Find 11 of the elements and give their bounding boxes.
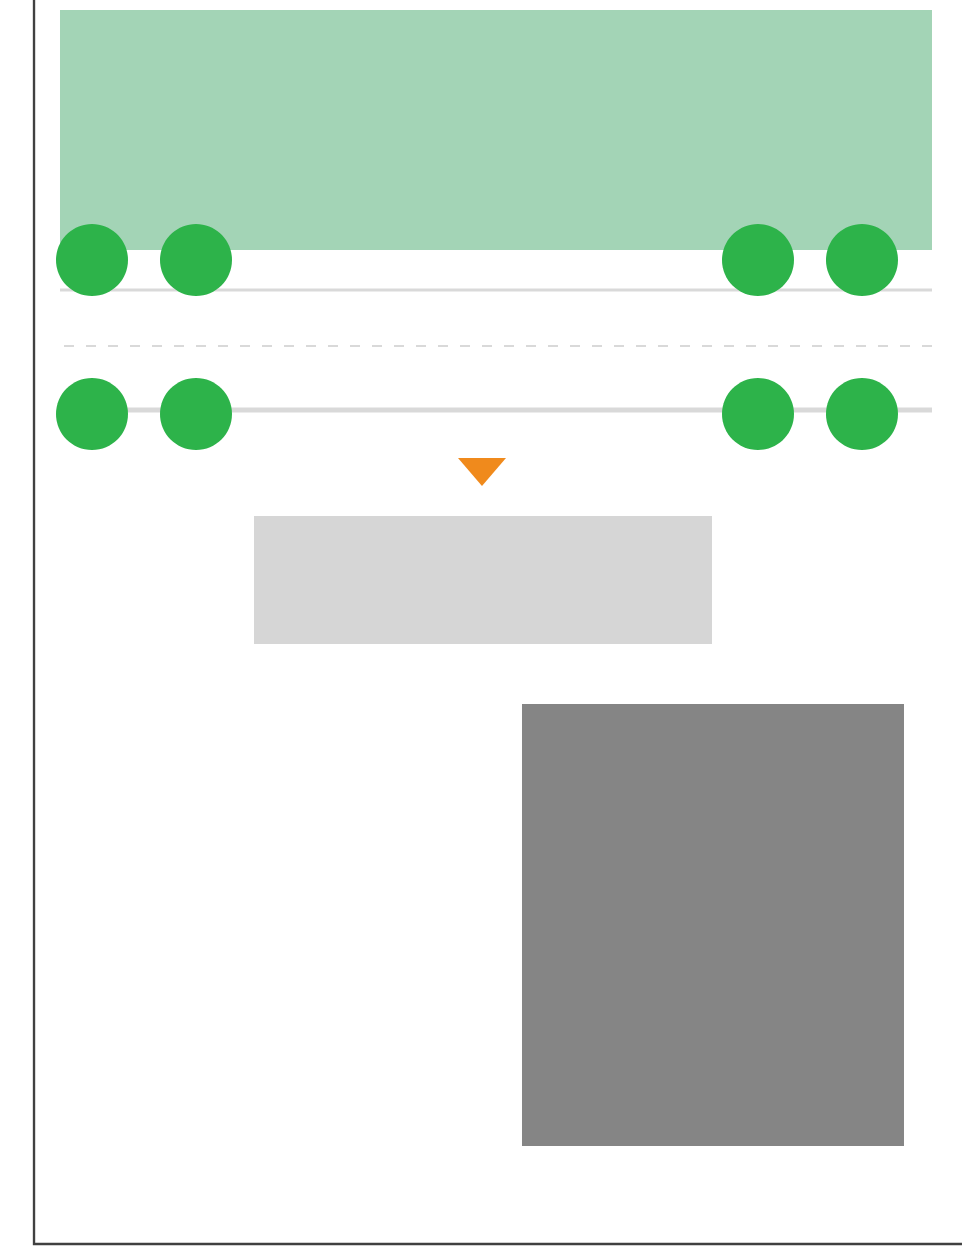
dot xyxy=(160,224,232,296)
dot xyxy=(722,378,794,450)
dot xyxy=(826,224,898,296)
dot xyxy=(56,378,128,450)
dot xyxy=(826,378,898,450)
dot xyxy=(722,224,794,296)
panel xyxy=(522,704,904,1146)
dot xyxy=(160,378,232,450)
dot xyxy=(56,224,128,296)
panel xyxy=(60,10,932,250)
panel xyxy=(254,516,712,644)
